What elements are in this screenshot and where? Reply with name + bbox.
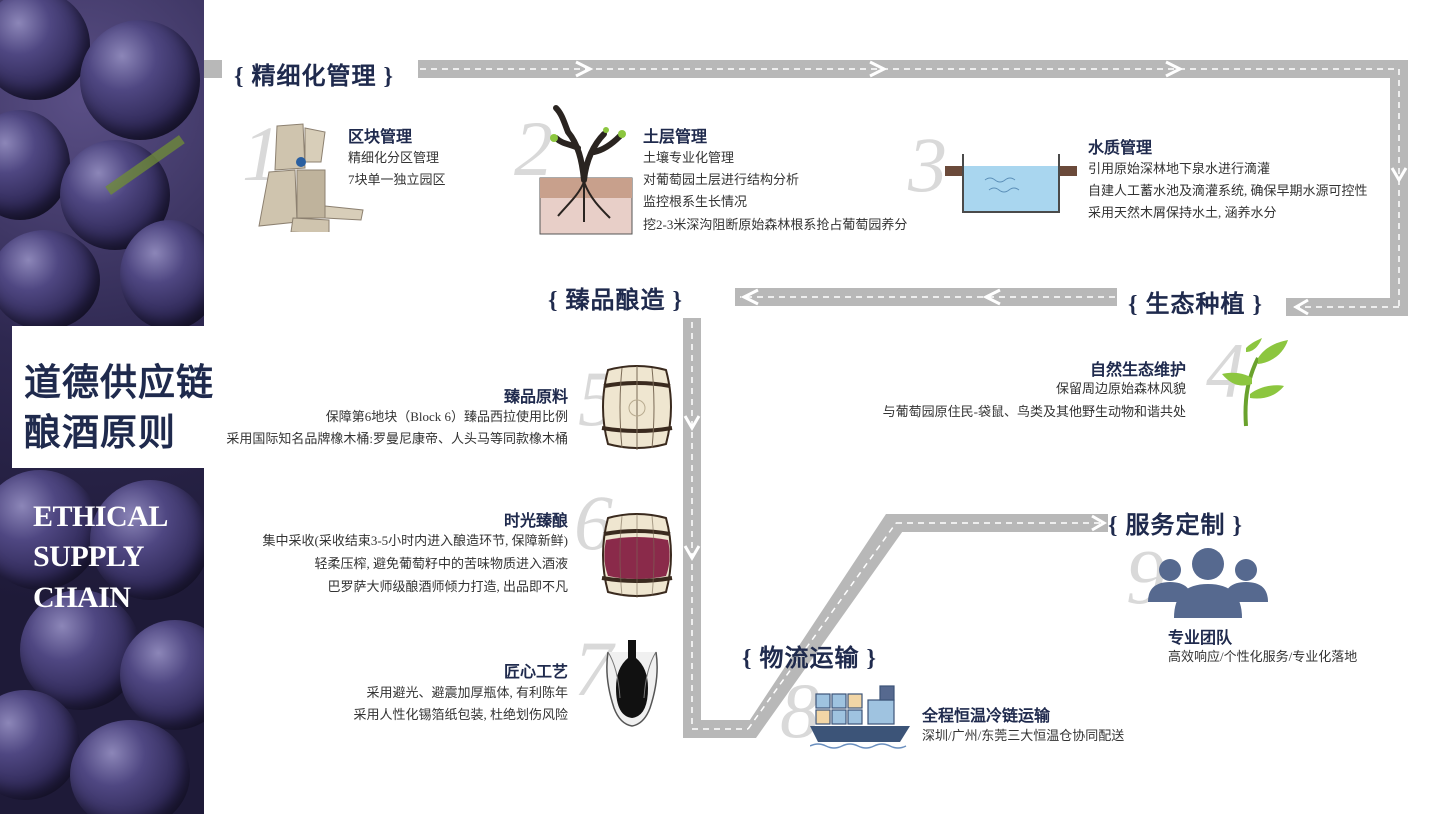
item-title-time-brewing: 时光臻酿 — [503, 513, 568, 530]
item-text: 采用天然木屑保持水土, 涵养水分 — [1088, 205, 1277, 220]
section-title-fine-management: { 精细化管理 } — [234, 64, 394, 90]
item-text: 与葡萄园原住民-袋鼠、鸟类及其他野生动物和谐共处 — [882, 404, 1186, 419]
step-number-9: 9 — [1126, 533, 1165, 620]
item-title-water-management: 水质管理 — [1088, 140, 1153, 157]
item-text: 采用人性化锡箔纸包装, 杜绝划伤风险 — [353, 707, 568, 722]
english-title-line2: SUPPLY — [33, 540, 144, 573]
item-text: 挖2-3米深沟阻断原始森林根系抢占葡萄园养分 — [643, 217, 908, 232]
section-title-service: { 服务定制 } — [1108, 513, 1243, 539]
step-number-3: 3 — [908, 121, 947, 208]
item-text: 监控根系生长情况 — [643, 194, 748, 209]
section-title-winemaking: { 臻品酿造 } — [548, 288, 683, 314]
water-tank-icon — [945, 154, 1077, 213]
vine-roots-icon — [539, 105, 633, 235]
step-number-8: 8 — [780, 667, 819, 754]
item-title-team: 专业团队 — [1168, 630, 1233, 647]
item-text: 7块单一独立园区 — [348, 172, 446, 187]
page-title-line1: 道德供应链 — [24, 363, 214, 404]
vineyard-map-icon — [258, 123, 364, 232]
item-text: 高效响应/个性化服务/专业化落地 — [1168, 649, 1358, 664]
plant-sprout-icon — [1222, 338, 1288, 427]
bottle-packaging-icon — [606, 640, 658, 727]
oak-barrel-icon — [601, 365, 673, 450]
item-title-cold-chain: 全程恒温冷链运输 — [922, 708, 1051, 725]
item-text: 自建人工蓄水池及滴灌系统, 确保早期水源可控性 — [1088, 183, 1368, 198]
item-text: 保障第6地块（Block 6）臻品西拉使用比例 — [325, 409, 568, 424]
item-text: 采用国际知名品牌橡木桶:罗曼尼康帝、人头马等同款橡木桶 — [226, 431, 568, 446]
step-number-4: 4 — [1206, 327, 1245, 414]
item-title-block-management: 区块管理 — [348, 129, 413, 146]
section-title-logistics: { 物流运输 } — [742, 646, 877, 672]
cargo-ship-icon — [810, 685, 910, 749]
item-text: 采用避光、避震加厚瓶体, 有利陈年 — [366, 685, 568, 700]
item-text: 保留周边原始森林风貌 — [1055, 381, 1186, 396]
item-text: 对葡萄园土层进行结构分析 — [643, 172, 800, 187]
step-number-2: 2 — [514, 105, 553, 192]
item-text: 轻柔压榨, 避免葡萄籽中的苦味物质进入酒液 — [314, 556, 568, 571]
item-text: 深圳/广州/东莞三大恒温仓协同配送 — [922, 728, 1125, 743]
item-title-premium-materials: 臻品原料 — [503, 389, 568, 406]
title-box — [12, 326, 204, 468]
item-title-ecology: 自然生态维护 — [1089, 362, 1186, 379]
item-text: 土壤专业化管理 — [643, 150, 735, 165]
item-title-soil-management: 土层管理 — [643, 129, 708, 146]
item-text: 巴罗萨大师级酿酒师倾力打造, 出品即不凡 — [327, 579, 568, 594]
item-text: 集中采收(采收结束3-5小时内进入酿造环节, 保障新鲜) — [262, 533, 569, 548]
english-title-line1: ETHICAL — [33, 500, 168, 533]
section-title-eco-planting: { 生态种植 } — [1128, 292, 1263, 318]
page-title-line2: 酿酒原则 — [24, 413, 176, 454]
team-icon — [1148, 548, 1268, 618]
item-text: 精细化分区管理 — [348, 150, 440, 165]
item-text: 引用原始深林地下泉水进行滴灌 — [1088, 161, 1271, 176]
wine-barrel-icon — [601, 513, 673, 598]
item-title-craftsmanship: 匠心工艺 — [503, 664, 568, 681]
english-title-line3: CHAIN — [33, 581, 131, 614]
